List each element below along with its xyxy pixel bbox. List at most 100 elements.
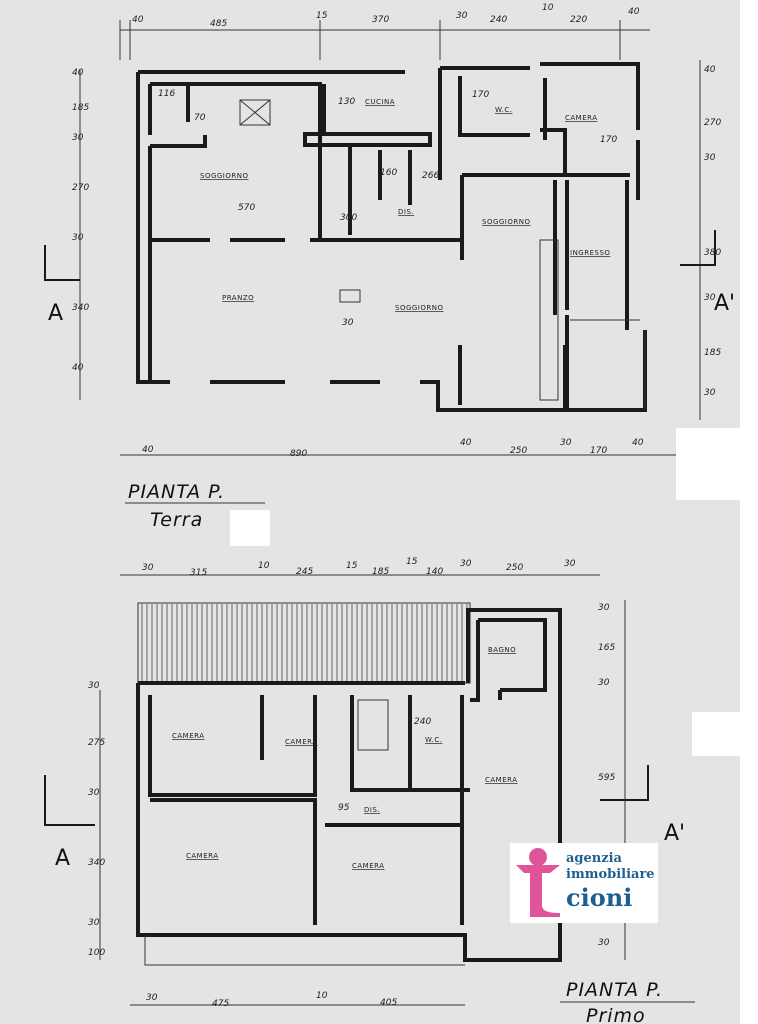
plan-subtitle: Terra bbox=[150, 509, 203, 531]
svg-text:160: 160 bbox=[380, 168, 397, 178]
svg-text:70: 70 bbox=[194, 113, 206, 123]
room-label: CAMERA bbox=[565, 114, 598, 122]
svg-text:30: 30 bbox=[704, 293, 716, 303]
svg-text:30: 30 bbox=[88, 918, 100, 928]
room-label: DIS. bbox=[364, 806, 380, 814]
svg-text:300: 300 bbox=[340, 213, 357, 223]
inner-dimensions: 116 70 570 130 170 160 266 300 170 30 bbox=[158, 89, 617, 328]
room-label: SOGGIORNO bbox=[200, 172, 249, 180]
svg-text:10: 10 bbox=[316, 991, 328, 1001]
svg-text:30: 30 bbox=[704, 388, 716, 398]
svg-text:185: 185 bbox=[704, 348, 721, 358]
section-label: A' bbox=[664, 821, 685, 846]
svg-text:30: 30 bbox=[342, 318, 354, 328]
first-floor-plan: BAGNO CAMERA CAMERA W.C. CAMERA DIS. CAM… bbox=[44, 557, 758, 1024]
plan-title: PIANTA P. bbox=[128, 481, 225, 503]
svg-text:30: 30 bbox=[564, 559, 576, 569]
room-label: W.C. bbox=[425, 736, 442, 744]
svg-text:170: 170 bbox=[590, 446, 607, 456]
section-label: A' bbox=[714, 291, 735, 316]
room-label: W.C. bbox=[495, 106, 512, 114]
svg-text:40: 40 bbox=[632, 438, 644, 448]
svg-text:40: 40 bbox=[628, 7, 640, 17]
svg-text:275: 275 bbox=[88, 738, 105, 748]
svg-text:890: 890 bbox=[290, 449, 307, 459]
section-label: A bbox=[55, 846, 70, 871]
svg-text:40: 40 bbox=[72, 363, 84, 373]
svg-text:10: 10 bbox=[542, 3, 554, 13]
svg-text:100: 100 bbox=[88, 948, 105, 958]
plan-title: PIANTA P. bbox=[566, 979, 663, 1001]
svg-text:15: 15 bbox=[346, 561, 358, 571]
top-dimensions: 30 315 10 245 15 185 15 140 30 250 30 bbox=[142, 557, 576, 578]
svg-text:130: 130 bbox=[338, 97, 355, 107]
svg-text:30: 30 bbox=[456, 11, 468, 21]
svg-text:245: 245 bbox=[296, 567, 313, 577]
room-label: SOGGIORNO bbox=[482, 218, 531, 226]
room-label: SOGGIORNO bbox=[395, 304, 444, 312]
svg-text:30: 30 bbox=[560, 438, 572, 448]
right-dimensions: 30 165 30 595 30 bbox=[598, 603, 615, 948]
svg-text:30: 30 bbox=[88, 788, 100, 798]
svg-text:185: 185 bbox=[372, 567, 389, 577]
room-label: CAMERA bbox=[285, 738, 318, 746]
svg-text:340: 340 bbox=[88, 858, 105, 868]
room-label: CAMERA bbox=[485, 776, 518, 784]
logo-line2: immobiliare bbox=[566, 867, 655, 882]
svg-text:30: 30 bbox=[88, 681, 100, 691]
agency-logo: agenzia immobiliare cioni bbox=[510, 843, 658, 923]
svg-text:40: 40 bbox=[142, 445, 154, 455]
room-label: CAMERA bbox=[352, 862, 385, 870]
svg-text:170: 170 bbox=[472, 90, 489, 100]
svg-text:270: 270 bbox=[704, 118, 721, 128]
inner-dimension: 240 bbox=[414, 717, 431, 727]
svg-text:240: 240 bbox=[490, 15, 507, 25]
svg-text:30: 30 bbox=[704, 153, 716, 163]
room-label: CAMERA bbox=[186, 852, 219, 860]
svg-text:270: 270 bbox=[72, 183, 89, 193]
svg-text:30: 30 bbox=[598, 678, 610, 688]
svg-text:485: 485 bbox=[210, 19, 227, 29]
section-label: A bbox=[48, 301, 63, 326]
room-label: CUCINA bbox=[365, 98, 395, 106]
svg-text:116: 116 bbox=[158, 89, 175, 99]
plan-subtitle: Primo bbox=[586, 1005, 646, 1024]
room-label: INGRESSO bbox=[570, 249, 610, 257]
top-dimensions: 40 485 15 370 30 240 10 220 40 bbox=[132, 3, 640, 29]
svg-text:165: 165 bbox=[598, 643, 615, 653]
svg-text:30: 30 bbox=[72, 133, 84, 143]
svg-text:40: 40 bbox=[704, 65, 716, 75]
bottom-dimensions: 40 890 40 250 30 170 40 bbox=[142, 438, 644, 459]
svg-text:380: 380 bbox=[704, 248, 721, 258]
svg-text:220: 220 bbox=[570, 15, 587, 25]
right-dimensions: 40 270 30 380 30 185 30 bbox=[704, 65, 721, 398]
svg-text:170: 170 bbox=[600, 135, 617, 145]
svg-text:595: 595 bbox=[598, 773, 615, 783]
svg-text:30: 30 bbox=[146, 993, 158, 1003]
left-dimensions: 40 185 30 270 30 340 40 bbox=[72, 68, 89, 373]
svg-text:250: 250 bbox=[510, 446, 527, 456]
room-label: PRANZO bbox=[222, 294, 254, 302]
svg-text:250: 250 bbox=[506, 563, 523, 573]
left-dimensions: 30 275 30 340 30 100 bbox=[88, 681, 105, 958]
svg-text:30: 30 bbox=[460, 559, 472, 569]
svg-text:40: 40 bbox=[72, 68, 84, 78]
svg-text:340: 340 bbox=[72, 303, 89, 313]
svg-text:40: 40 bbox=[132, 15, 144, 25]
ground-floor-plan: SOGGIORNO CUCINA W.C. CAMERA PRANZO SOGG… bbox=[44, 3, 758, 546]
svg-text:30: 30 bbox=[598, 938, 610, 948]
svg-text:30: 30 bbox=[598, 603, 610, 613]
svg-text:185: 185 bbox=[72, 103, 89, 113]
inner-dimension: 95 bbox=[338, 803, 350, 813]
bottom-dimensions: 30 475 10 405 bbox=[146, 991, 397, 1009]
room-label: BAGNO bbox=[488, 646, 516, 654]
svg-text:15: 15 bbox=[406, 557, 418, 567]
svg-text:370: 370 bbox=[372, 15, 389, 25]
logo-mark-icon bbox=[516, 848, 560, 917]
svg-text:315: 315 bbox=[190, 568, 207, 578]
svg-text:140: 140 bbox=[426, 567, 443, 577]
svg-text:475: 475 bbox=[212, 999, 229, 1009]
svg-text:30: 30 bbox=[72, 233, 84, 243]
